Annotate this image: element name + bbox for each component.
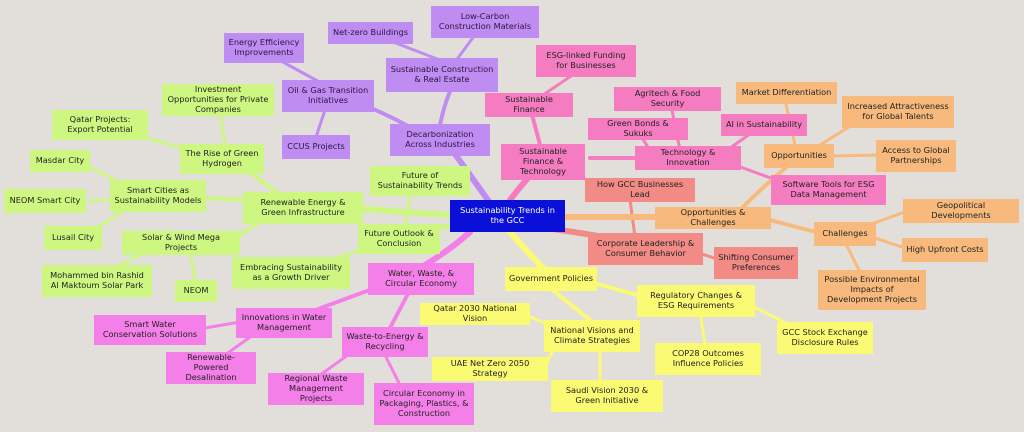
node-geopolitical[interactable]: Geopolitical Developments xyxy=(903,199,1019,223)
node-regional-waste[interactable]: Regional Waste Management Projects xyxy=(268,373,364,405)
node-energy-efficiency[interactable]: Energy Efficiency Improvements xyxy=(224,33,304,63)
node-future-outlook[interactable]: Future Outlook & Conclusion xyxy=(358,224,440,254)
link-waste-circular xyxy=(383,353,402,387)
node-green-bonds[interactable]: Green Bonds & Sukuks xyxy=(588,118,688,140)
node-software-tools[interactable]: Software Tools for ESG Data Management xyxy=(771,175,886,205)
node-smart-cities[interactable]: Smart Cities as Sustainability Models xyxy=(110,180,206,212)
node-investment-opportunities[interactable]: Investment Opportunities for Private Com… xyxy=(162,84,274,116)
node-market-differentiation[interactable]: Market Differentiation xyxy=(736,82,837,104)
link-renewables-smartcities xyxy=(203,196,252,202)
node-oil-gas-transition[interactable]: Oil & Gas Transition Initiatives xyxy=(282,80,374,112)
node-uae-2050[interactable]: UAE Net Zero 2050 Strategy xyxy=(432,357,548,381)
node-challenges[interactable]: Challenges xyxy=(814,222,876,246)
node-global-talent[interactable]: Increased Attractiveness for Global Tale… xyxy=(842,96,954,128)
node-gcc-businesses[interactable]: How GCC Businesses Lead xyxy=(585,178,695,202)
node-qatar-2030[interactable]: Qatar 2030 National Vision xyxy=(420,303,530,325)
node-solar-wind[interactable]: Solar & Wind Mega Projects xyxy=(122,231,240,255)
node-water-innovations[interactable]: Innovations in Water Management xyxy=(236,308,332,338)
node-circular-economy[interactable]: Circular Economy in Packaging, Plastics,… xyxy=(374,383,474,425)
node-sustainable-construction[interactable]: Sustainable Construction & Real Estate xyxy=(386,58,498,92)
link-hydrogen-invest xyxy=(218,110,227,147)
node-upfront-costs[interactable]: High Upfront Costs xyxy=(902,238,988,262)
node-agritech[interactable]: Agritech & Food Security xyxy=(614,87,721,111)
node-gcc-stock-exchange[interactable]: GCC Stock Exchange Disclosure Rules xyxy=(777,322,873,354)
node-smart-water[interactable]: Smart Water Conservation Solutions xyxy=(94,315,206,345)
link-water-waste xyxy=(388,288,412,330)
node-future-trends[interactable]: Future of Sustainability Trends xyxy=(370,166,470,196)
node-regulatory-changes[interactable]: Regulatory Changes & ESG Requirements xyxy=(637,285,755,317)
node-desalination[interactable]: Renewable-Powered Desalination xyxy=(166,352,256,384)
node-mbr-solar-park[interactable]: Mohammed bin Rashid Al Maktoum Solar Par… xyxy=(42,265,152,297)
link-center-renewables xyxy=(352,205,453,218)
link-challenges-upfront xyxy=(873,236,907,250)
link-opportunities-partnerships xyxy=(828,153,882,158)
link-smartcities-neomsmart xyxy=(88,198,112,203)
node-opportunities[interactable]: Opportunities xyxy=(764,144,834,168)
node-neom[interactable]: NEOM xyxy=(175,280,217,302)
node-ccus-projects[interactable]: CCUS Projects xyxy=(282,135,350,159)
node-consumer-preferences[interactable]: Shifting Consumer Preferences xyxy=(714,247,798,279)
node-green-hydrogen[interactable]: The Rise of Green Hydrogen xyxy=(180,144,264,174)
link-innovations-smartwater xyxy=(203,320,242,330)
node-renewable-energy[interactable]: Renewable Energy & Green Infrastructure xyxy=(243,192,363,224)
link-future-trends xyxy=(403,193,412,227)
node-net-zero-buildings[interactable]: Net-zero Buildings xyxy=(328,22,413,44)
node-corporate-leadership[interactable]: Corporate Leadership & Consumer Behavior xyxy=(588,233,703,265)
node-finance-technology[interactable]: Sustainable Finance & Technology xyxy=(501,144,585,180)
node-esg-funding[interactable]: ESG-linked Funding for Businesses xyxy=(536,45,636,77)
node-qatar-export[interactable]: Qatar Projects: Export Potential xyxy=(52,110,148,140)
link-reg-cop28 xyxy=(698,310,707,347)
node-national-visions[interactable]: National Visions and Climate Strategies xyxy=(544,320,640,352)
link-solar-neom xyxy=(188,248,197,282)
center-node[interactable]: Sustainability Trends in the GCC xyxy=(450,200,565,232)
node-tech-innovation[interactable]: Technology & Innovation xyxy=(635,146,741,170)
node-waste-energy[interactable]: Waste-to-Energy & Recycling xyxy=(342,327,428,357)
link-reg-gccstock xyxy=(748,303,792,327)
node-water-waste[interactable]: Water, Waste, & Circular Economy xyxy=(368,263,474,295)
link-opps-challenges xyxy=(768,218,822,235)
link-challenges-env xyxy=(843,240,862,274)
node-masdar-city[interactable]: Masdar City xyxy=(30,150,90,172)
node-low-carbon-materials[interactable]: Low-Carbon Construction Materials xyxy=(431,6,539,38)
link-policies-national xyxy=(548,286,592,322)
node-decarbonization[interactable]: Decarbonization Across Industries xyxy=(390,124,490,156)
node-cop28[interactable]: COP28 Outcomes Influence Policies xyxy=(655,343,761,375)
node-global-partnerships[interactable]: Access to Global Partnerships xyxy=(876,140,956,172)
node-saudi-2030[interactable]: Saudi Vision 2030 & Green Initiative xyxy=(551,380,663,412)
node-ai-sustainability[interactable]: AI in Sustainability xyxy=(721,114,807,136)
node-opportunities-challenges[interactable]: Opportunities & Challenges xyxy=(655,207,771,229)
node-sustainable-finance[interactable]: Sustainable Finance xyxy=(485,93,573,117)
node-growth-driver[interactable]: Embracing Sustainability as a Growth Dri… xyxy=(232,257,350,289)
link-policies-reg xyxy=(588,280,642,298)
link-center-policies xyxy=(507,229,548,273)
node-environmental-impacts[interactable]: Possible Environmental Impacts of Develo… xyxy=(818,270,926,310)
node-lusail-city[interactable]: Lusail City xyxy=(44,226,102,250)
link-center-water xyxy=(422,229,473,268)
node-government-policies[interactable]: Government Policies xyxy=(505,267,597,291)
node-neom-smart-city[interactable]: NEOM Smart City xyxy=(4,189,86,213)
